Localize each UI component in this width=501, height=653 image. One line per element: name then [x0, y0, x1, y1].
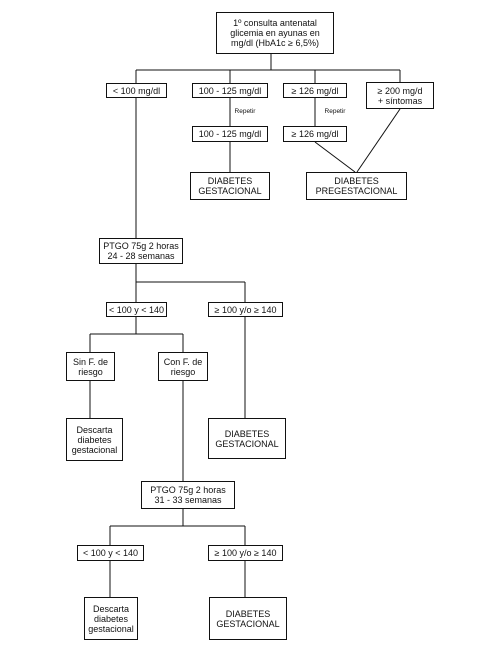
node-repeat-above-126: ≥ 126 mg/dl — [283, 126, 347, 142]
node-glucose-above-126: ≥ 126 mg/dl — [283, 83, 347, 98]
outcome-pregestational-diabetes: DIABETES PREGESTACIONAL — [306, 172, 407, 200]
connector — [356, 108, 401, 173]
node-glucose-above-200-symptoms: ≥ 200 mg/d + síntomas — [366, 82, 434, 109]
repeat-note: Repetir — [324, 108, 346, 115]
connector — [314, 141, 356, 173]
node-ogtt-normal-result: < 100 y < 140 — [106, 302, 167, 317]
start-node: 1º consulta antenatal glicemia en ayunas… — [216, 12, 334, 54]
node-ogtt-abnormal-result: ≥ 100 y/o ≥ 140 — [208, 545, 283, 561]
node-repeat-100-125: 100 - 125 mg/dl — [192, 126, 268, 142]
outcome-gestational-diabetes: DIABETES GESTACIONAL — [208, 418, 286, 459]
outcome-rule-out-gestational-diabetes: Descarta diabetes gestacional — [66, 418, 123, 461]
node-with-risk-factors: Con F. de riesgo — [158, 352, 208, 381]
node-glucose-below-100: < 100 mg/dl — [106, 83, 167, 98]
outcome-gestational-diabetes: DIABETES GESTACIONAL — [209, 597, 287, 640]
node-ogtt-normal-result: < 100 y < 140 — [77, 545, 144, 561]
outcome-gestational-diabetes: DIABETES GESTACIONAL — [190, 172, 270, 200]
node-glucose-100-125: 100 - 125 mg/dl — [192, 83, 268, 98]
node-ogtt-abnormal-result: ≥ 100 y/o ≥ 140 — [208, 302, 283, 317]
outcome-rule-out-gestational-diabetes: Descarta diabetes gestacional — [84, 597, 138, 640]
node-ogtt-24-28-weeks: PTGO 75g 2 horas 24 - 28 semanas — [99, 238, 183, 264]
node-ogtt-31-33-weeks: PTGO 75g 2 horas 31 - 33 semanas — [141, 481, 235, 509]
repeat-note: Repetir — [234, 108, 256, 115]
node-without-risk-factors: Sin F. de riesgo — [66, 352, 115, 381]
